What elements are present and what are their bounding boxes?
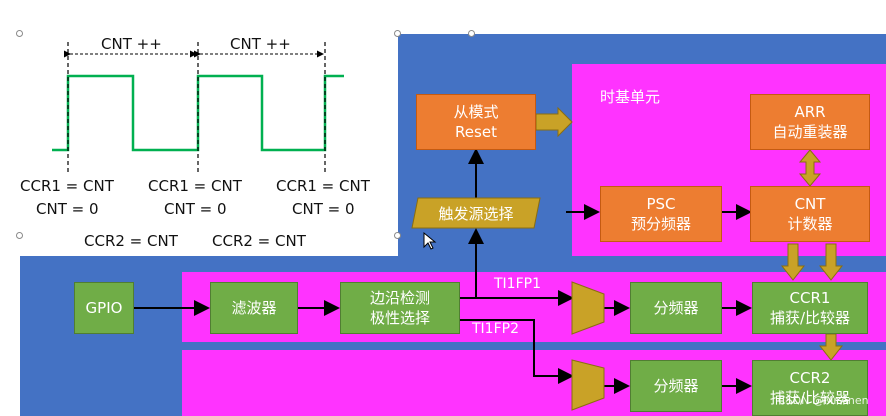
psc-block: PSC 预分频器 (600, 186, 722, 242)
psc-line1: PSC (646, 195, 676, 213)
event-label-3-line1: CCR1 = CNT (276, 177, 370, 195)
prescaler-1-block: 分频器 (630, 282, 722, 334)
resize-handle-right-mid[interactable] (468, 30, 475, 37)
slave-mode-line1: 从模式 (453, 103, 499, 121)
resize-handle-top-left[interactable] (16, 30, 23, 37)
arrow-ti1fp2 (460, 319, 574, 384)
trigger-select-label: 触发源选择 (438, 205, 514, 223)
event-label-1-line2: CNT = 0 (36, 200, 99, 218)
arr-line2: 自动重装器 (772, 123, 848, 141)
cnt-line2: 计数器 (787, 215, 833, 233)
ccr1-line2: 捕获/比较器 (769, 309, 851, 327)
arr-cnt-double-arrow (798, 149, 822, 187)
watermark: CSDN @Mr.Anen (778, 394, 869, 407)
prescaler-1-label: 分频器 (653, 299, 699, 317)
event-label-3-line2: CNT = 0 (292, 200, 355, 218)
ccr2-line1: CCR2 (789, 369, 831, 387)
slave-mode-block: 从模式 Reset (416, 94, 536, 150)
ccr1-ccr2-arrow (818, 333, 844, 361)
mouse-cursor-icon (422, 231, 438, 250)
psc-line2: 预分频器 (630, 215, 691, 233)
ccr2-label-2: CCR2 = CNT (212, 232, 306, 250)
edge-detect-line1: 边沿检测 (369, 289, 430, 307)
ccr1-block: CCR1 捕获/比较器 (752, 282, 868, 334)
event-label-2-line1: CCR1 = CNT (148, 177, 242, 195)
prescaler-2-block: 分频器 (630, 360, 722, 412)
ccr2-block: CCR2 捕获/比较器 (752, 360, 868, 416)
ccr1-line1: CCR1 (789, 289, 831, 307)
resize-handle-bottom-left[interactable] (16, 232, 23, 239)
arr-line1: ARR (794, 103, 826, 121)
filter-label: 滤波器 (231, 299, 277, 317)
ti1fp1-label: TI1FP1 (494, 276, 541, 292)
gpio-label: GPIO (85, 299, 123, 317)
filter-block: 滤波器 (210, 282, 298, 334)
edge-detect-line2: 极性选择 (369, 309, 430, 327)
cnt-ccr1-arrow-2 (818, 243, 844, 281)
count-label-2: CNT ++ (230, 35, 291, 53)
cnt-block: CNT 计数器 (750, 186, 870, 242)
cnt-line1: CNT (794, 195, 826, 213)
count-label-1: CNT ++ (101, 35, 162, 53)
ccr2-line2: 捕获/比较器 (769, 389, 851, 407)
channel-mux-2 (571, 359, 605, 411)
resize-handle-bottom-right[interactable] (394, 232, 401, 239)
resize-handle-top-right[interactable] (394, 30, 401, 37)
arr-block: ARR 自动重装器 (750, 94, 870, 150)
ccr2-label-1: CCR2 = CNT (84, 232, 178, 250)
waveform-panel (20, 34, 398, 256)
gpio-block: GPIO (74, 282, 134, 334)
slave-mode-line2: Reset (455, 123, 497, 141)
trigger-select-shape (411, 197, 541, 229)
prescaler-2-label: 分频器 (653, 377, 699, 395)
slave-to-timebase-arrow (535, 106, 573, 138)
cnt-ccr1-arrow-1 (780, 243, 806, 281)
channel-mux-1 (571, 281, 605, 335)
event-label-2-line2: CNT = 0 (164, 200, 227, 218)
event-label-1-line1: CCR1 = CNT (20, 177, 114, 195)
edge-detect-block: 边沿检测 极性选择 (340, 282, 460, 334)
timebase-title: 时基单元 (600, 88, 661, 106)
ti1fp2-label: TI1FP2 (472, 321, 519, 337)
